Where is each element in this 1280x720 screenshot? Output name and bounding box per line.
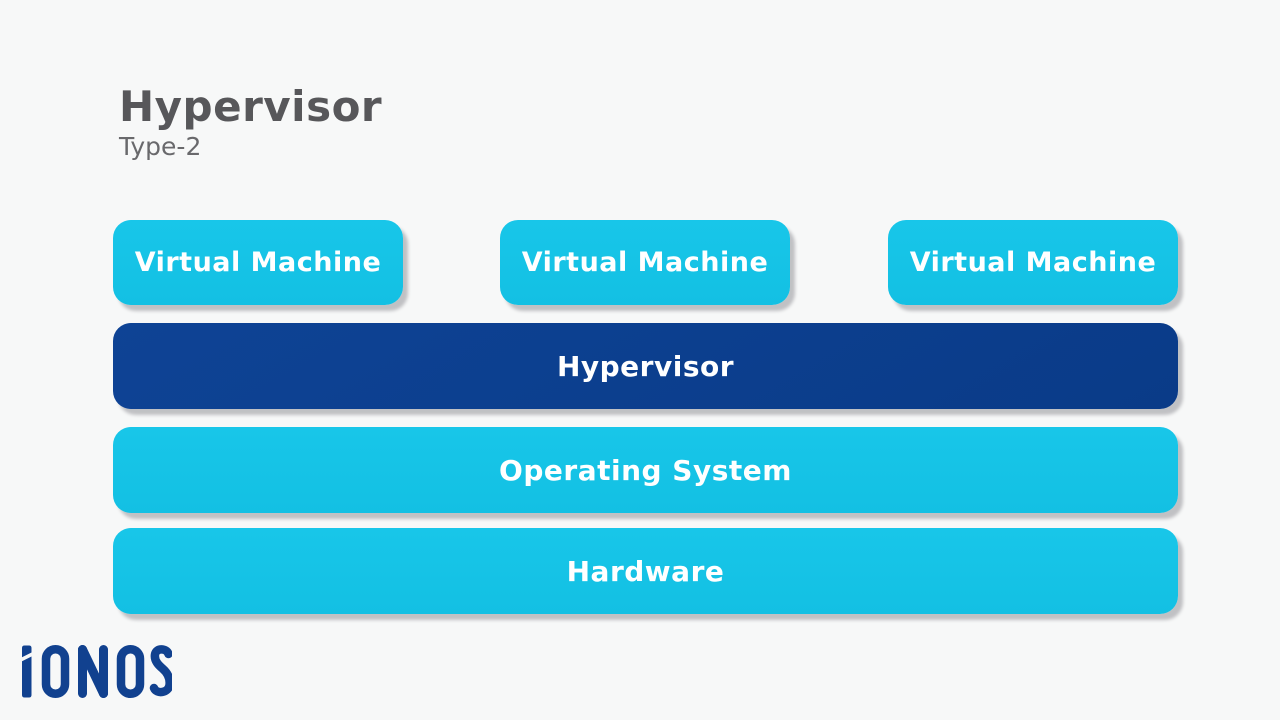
layer-operating-system: Operating System (113, 427, 1178, 513)
ionos-logo (22, 645, 172, 698)
vm-box-3: Virtual Machine (888, 220, 1178, 305)
layer-hardware: Hardware (113, 528, 1178, 614)
vm-box-label: Virtual Machine (909, 247, 1157, 278)
vm-box-2: Virtual Machine (500, 220, 790, 305)
ionos-logo-glyphs (22, 645, 172, 698)
page-title: Hypervisor (119, 82, 383, 131)
layer-label: Hypervisor (556, 349, 735, 383)
vm-box-1: Virtual Machine (113, 220, 403, 305)
layer-hypervisor: Hypervisor (113, 323, 1178, 409)
vm-box-label: Virtual Machine (521, 247, 769, 278)
page-subtitle: Type-2 (119, 132, 202, 161)
layer-label: Operating System (499, 453, 792, 487)
layer-label: Hardware (566, 554, 725, 588)
vm-box-label: Virtual Machine (134, 247, 382, 278)
